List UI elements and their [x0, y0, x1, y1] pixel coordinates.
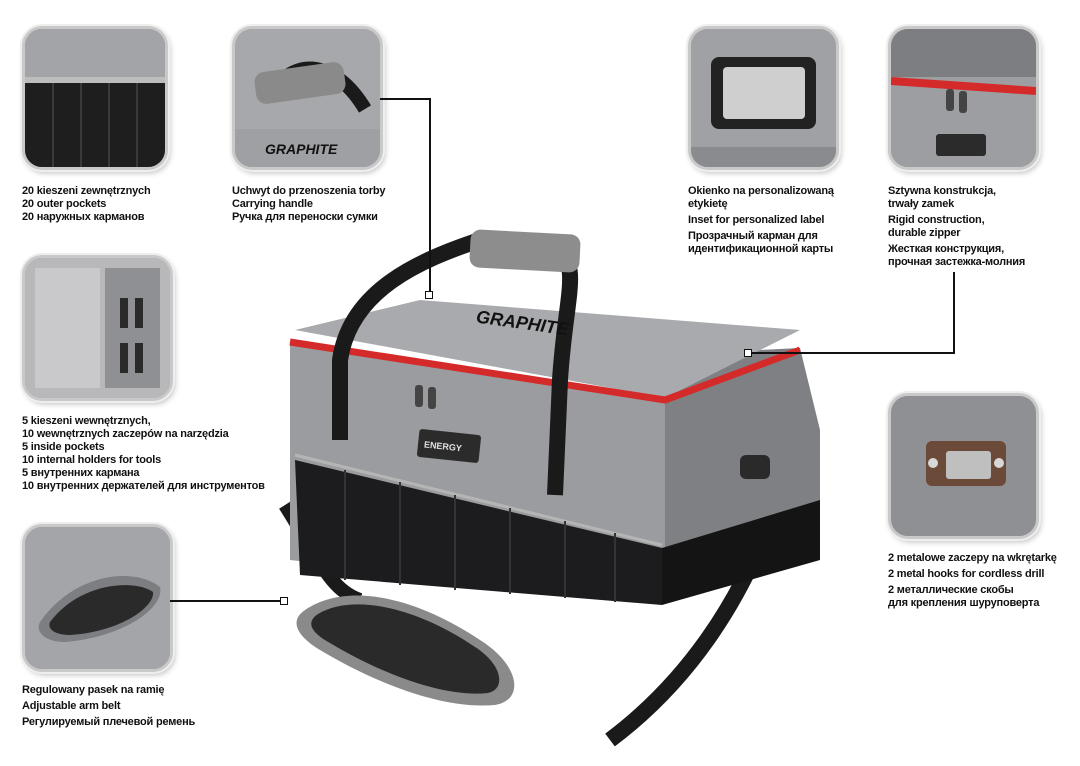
caption-line: trwały zamek	[888, 198, 955, 210]
inside-thumbnail	[22, 255, 173, 401]
hooks-caption: 2 metalowe zaczepy na wkrętarkę 2 metal …	[888, 552, 1057, 610]
caption-line: Sztywna konstrukcja,	[888, 185, 996, 197]
handle-grip	[469, 229, 581, 273]
energy-badge	[417, 429, 481, 463]
label-window-caption: Okienko na personalizowaną etykietę Inse…	[688, 185, 834, 256]
hooks-thumbnail	[888, 393, 1039, 539]
bag-bottom-side	[662, 500, 820, 605]
caption-line: 10 wewnętrznych zaczepów na narzędzia	[22, 428, 229, 440]
caption-line: прочная застежка-молния	[888, 256, 1026, 268]
caption-line: Uchwyt do przenoszenia torby	[232, 185, 386, 197]
caption-line: 2 metalowe zaczepy na wkrętarkę	[888, 552, 1057, 564]
caption-line: durable zipper	[888, 227, 961, 239]
strap-thumbnail	[22, 524, 173, 672]
caption-line: etykietę	[688, 198, 728, 210]
outer-pockets-caption: 20 kieszeni zewnętrznych 20 outer pocket…	[22, 185, 151, 224]
caption-line: 20 kieszeni zewnętrznych	[22, 185, 151, 197]
caption-line: 5 внутренних кармана	[22, 467, 140, 479]
caption-line: Прозрачный карман для	[688, 230, 818, 242]
handle-thumbnail: GRAPHITE	[232, 26, 383, 170]
caption-line: Regulowany pasek na ramię	[22, 684, 165, 696]
shoulder-pad	[296, 595, 515, 706]
handle-caption: Uchwyt do przenoszenia torby Carrying ha…	[232, 185, 386, 224]
caption-line: 10 internal holders for tools	[22, 454, 162, 466]
caption-line: 2 металлические скобы	[888, 584, 1014, 596]
caption-line: 2 metal hooks for cordless drill	[888, 568, 1045, 580]
energy-badge-text: ENERGY	[424, 439, 463, 453]
rigid-zipper-thumbnail	[888, 26, 1039, 170]
bag-bottom-front	[295, 460, 662, 605]
caption-line: для крепления шуруповерта	[888, 597, 1040, 609]
inside-caption: 5 kieszeni wewnętrznych, 10 wewnętrznych…	[22, 415, 265, 493]
label-window-thumbnail	[688, 26, 839, 170]
caption-line: 20 наружных карманов	[22, 211, 145, 223]
caption-line: Rigid construction,	[888, 214, 985, 226]
caption-line: Регулируемый плечевой ремень	[22, 716, 196, 728]
red-zipper	[289, 338, 802, 404]
bag-lid	[295, 300, 800, 398]
outer-pockets-thumbnail	[22, 26, 168, 170]
caption-line: Inset for personalized label	[688, 214, 825, 226]
svg-text:GRAPHITE: GRAPHITE	[265, 141, 338, 157]
pocket-seams	[344, 470, 616, 602]
strap-caption: Regulowany pasek na ramię Adjustable arm…	[22, 684, 195, 729]
caption-line: Adjustable arm belt	[22, 700, 121, 712]
caption-line: Okienko na personalizowaną	[688, 185, 834, 197]
caption-line: 20 outer pockets	[22, 198, 107, 210]
caption-line: Carrying handle	[232, 198, 313, 210]
caption-line: Ручка для переноски сумки	[232, 211, 378, 223]
caption-line: 10 внутренних держателей для инструменто…	[22, 480, 265, 492]
handle-strap-left	[332, 232, 483, 440]
caption-line: 5 inside pockets	[22, 441, 105, 453]
side-hook	[740, 455, 770, 479]
caption-line: Жесткая конструкция,	[888, 243, 1004, 255]
rigid-caption: Sztywna konstrukcja, trwały zamek Rigid …	[888, 185, 1025, 269]
caption-line: 5 kieszeni wewnętrznych,	[22, 415, 151, 427]
caption-line: идентификационной карты	[688, 243, 834, 255]
